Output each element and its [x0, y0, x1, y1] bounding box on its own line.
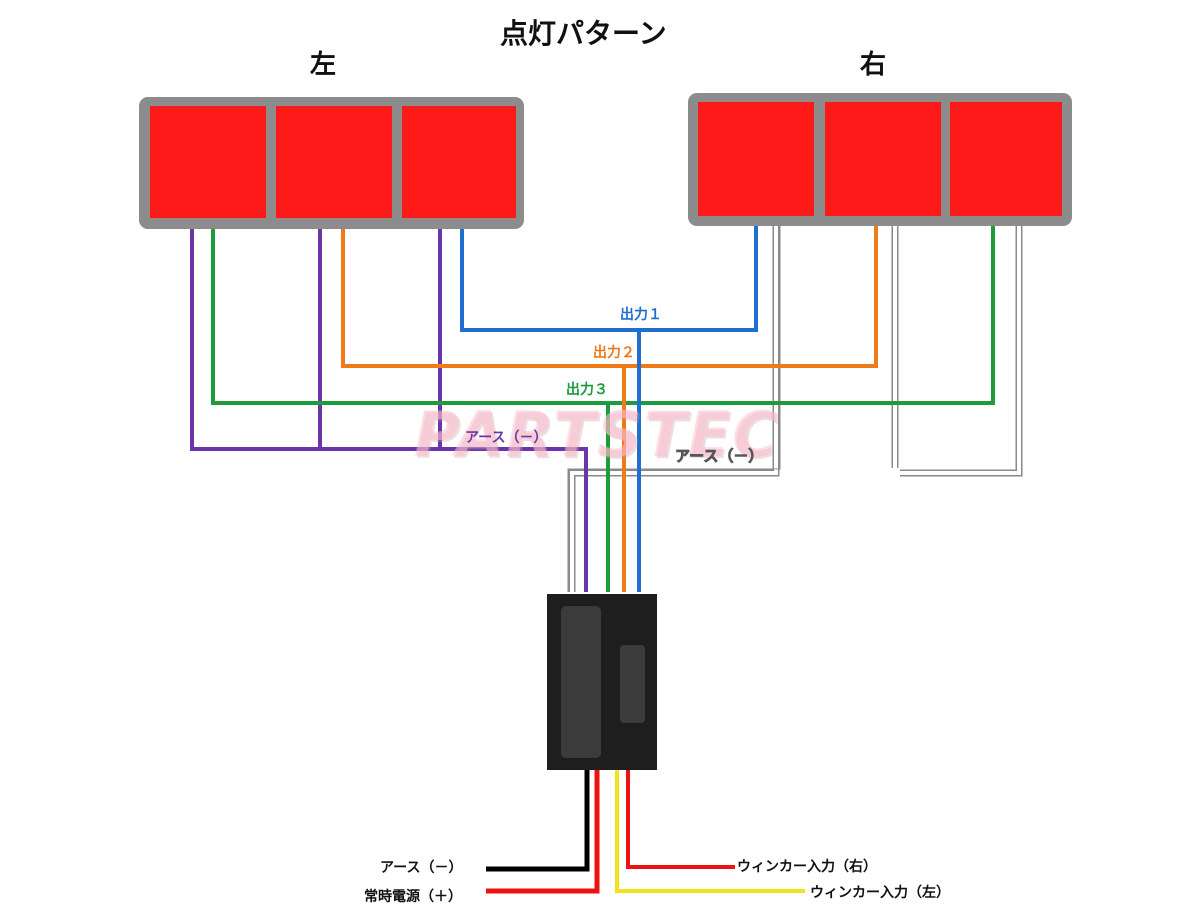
- earth-wire-right: [567, 226, 1023, 592]
- input-winker-right-wire: [626, 770, 735, 869]
- input-earth-label: アース（－）: [380, 860, 463, 876]
- output3-wire: [211, 226, 995, 592]
- input-winker-left-label: ウィンカー入力（左）: [810, 885, 950, 901]
- output1-wire: [460, 226, 758, 592]
- output2-label: 出力２: [593, 345, 635, 361]
- left-lamp: [139, 97, 524, 229]
- earth-left-label: アース（－）: [465, 430, 548, 446]
- control-module: [547, 594, 657, 770]
- output3-label: 出力３: [566, 382, 608, 398]
- left-lamp-segment-3: [402, 106, 516, 218]
- right-lamp-label: 右: [860, 50, 887, 80]
- right-lamp-segment-1: [698, 102, 814, 216]
- output1-label: 出力１: [620, 307, 662, 323]
- input-winker-right-label: ウィンカー入力（右）: [737, 859, 877, 875]
- earth-wire-left: [190, 229, 588, 592]
- right-lamp: [688, 93, 1072, 226]
- watermark: PARTSTEC: [414, 398, 780, 471]
- output2-wire: [341, 226, 878, 592]
- module-panel: [561, 606, 601, 758]
- input-winker-left-wire: [615, 770, 805, 893]
- left-lamp-segment-1: [150, 106, 266, 218]
- input-power-wire: [486, 770, 600, 894]
- left-lamp-segment-2: [276, 106, 392, 218]
- diagram-title: 点灯パターン: [500, 17, 667, 50]
- input-earth-wire: [486, 770, 590, 872]
- earth-right-label: アース（－）: [675, 447, 764, 466]
- left-lamp-label: 左: [310, 50, 337, 80]
- right-lamp-segment-3: [950, 102, 1062, 216]
- module-connector: [620, 645, 645, 723]
- input-power-label: 常時電源（＋）: [364, 889, 462, 905]
- right-lamp-segment-2: [825, 102, 941, 216]
